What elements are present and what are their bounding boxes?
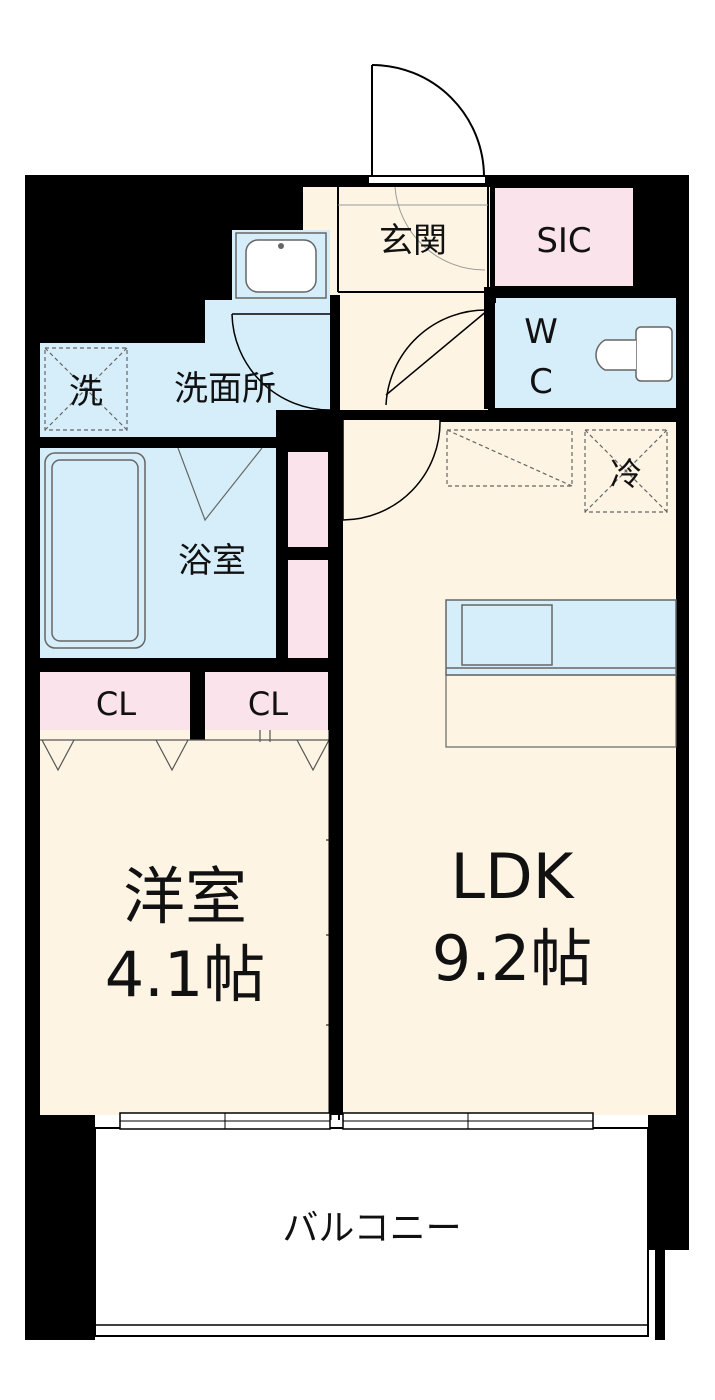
bathroom-door [177, 447, 263, 522]
wc-label-c: C [529, 362, 553, 402]
storage-upper [288, 452, 328, 547]
entrance-label: 玄関 [379, 221, 447, 261]
closet-doors [40, 730, 330, 772]
wc-label-w: W [524, 312, 558, 352]
sic-label: SIC [536, 221, 591, 261]
balcony-windows [119, 1112, 594, 1130]
western-room-size: 4.1帖 [105, 938, 266, 1011]
western-room-label: 洋室 [123, 860, 247, 933]
hallway-floor [338, 290, 488, 415]
closet-left-label: CL [96, 685, 136, 723]
balcony-label: バルコニー [282, 1208, 461, 1249]
closet-right-label: CL [248, 685, 288, 723]
fridge-label: 冷 [610, 455, 642, 493]
ldk-floor [343, 420, 676, 1115]
kitchen-counter [445, 599, 677, 748]
entrance-steps [338, 186, 488, 271]
washing-machine-space [44, 347, 128, 431]
washbasin [235, 232, 327, 299]
closet-right-floor [205, 672, 328, 730]
fridge-space [446, 429, 668, 513]
sic-closet [493, 186, 635, 288]
toilet [595, 326, 673, 382]
washer-label: 洗 [69, 372, 103, 412]
entrance-door [367, 64, 487, 185]
western-room-floor [40, 730, 330, 1115]
bathroom-label: 浴室 [178, 541, 246, 581]
closet-left-floor [40, 672, 190, 730]
ldk-label: LDK [451, 840, 575, 913]
washroom-label: 洗面所 [174, 369, 276, 409]
ldk-size: 9.2帖 [432, 922, 593, 995]
storage-lower [288, 560, 328, 658]
sliding-partition [326, 420, 343, 1120]
bathtub [44, 452, 146, 649]
